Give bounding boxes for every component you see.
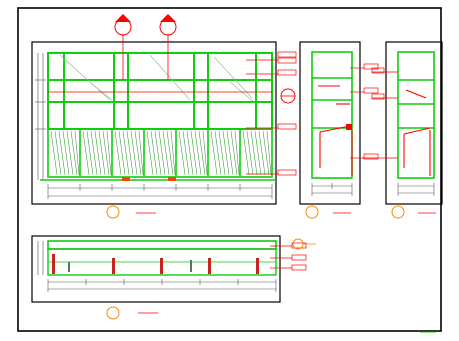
view-a-base-marker-right — [168, 177, 176, 181]
hatch-line — [266, 130, 272, 176]
view-c-outline — [385, 41, 443, 205]
hatch-line — [158, 130, 166, 176]
hatch-line — [54, 130, 62, 176]
hatch-line — [130, 130, 138, 176]
view-a-outline — [31, 41, 277, 205]
hatch-line — [226, 130, 234, 176]
view-c-annotation-leaders — [362, 67, 398, 159]
sheet-border — [17, 7, 442, 332]
hatch-line — [218, 130, 226, 176]
view-c-inner-frame — [397, 51, 435, 179]
hatch-line — [262, 130, 270, 176]
view-a-hatch-fill — [50, 130, 272, 176]
hatch-line — [74, 130, 80, 176]
view-b-section — [299, 41, 379, 219]
hatch-line — [254, 130, 262, 176]
view-b-red-members — [318, 85, 353, 176]
hatch-line — [170, 130, 176, 176]
hatch-line — [234, 130, 240, 176]
hatch-line — [146, 130, 154, 176]
hatch-line — [222, 130, 230, 176]
hatch-line — [198, 130, 206, 176]
view-c-section — [362, 41, 443, 219]
hatch-line — [106, 130, 112, 176]
hatch-line — [58, 130, 66, 176]
hatch-line — [86, 130, 94, 176]
hatch-line — [138, 130, 144, 176]
view-b-shelves — [312, 77, 352, 129]
hatch-line — [82, 130, 90, 176]
view-b-outline — [299, 41, 361, 205]
hatch-line — [246, 130, 254, 176]
view-b-annotation-leaders — [350, 63, 379, 160]
view-a-detail-callout — [280, 88, 296, 104]
hatch-line — [230, 130, 238, 176]
hatch-line — [190, 130, 198, 176]
section-marker-1 — [114, 14, 132, 80]
hatch-line — [242, 130, 250, 176]
hatch-line — [134, 130, 142, 176]
hatch-line — [118, 130, 126, 176]
hatch-line — [250, 130, 258, 176]
hatch-line — [102, 130, 110, 176]
view-c-shelves — [398, 79, 434, 129]
hatch-line — [162, 130, 170, 176]
view-a-vertical-dimension — [35, 53, 46, 180]
hatch-line — [62, 130, 70, 176]
hatch-line — [50, 130, 58, 176]
view-b-inner-frame — [311, 51, 353, 179]
view-a-annotation-leaders — [246, 59, 278, 175]
view-c-title — [391, 205, 436, 219]
hatch-line — [66, 130, 74, 176]
view-a-annotation-tags — [277, 51, 297, 176]
view-b-dimension-chain — [311, 183, 353, 196]
hatch-line — [258, 130, 266, 176]
view-b-fill-block — [346, 124, 352, 130]
view-d-dimension-chain — [47, 279, 277, 292]
view-d-annotation-leaders — [270, 242, 307, 271]
view-c-dimension-chain — [397, 183, 435, 196]
view-d-plan — [31, 235, 316, 320]
hatch-line — [150, 130, 158, 176]
view-d-leg-shadows — [68, 260, 192, 272]
view-d-title — [106, 306, 158, 320]
view-d-top-band — [47, 240, 277, 250]
hatch-line — [94, 130, 102, 176]
hatch-line — [202, 130, 208, 176]
hatch-line — [154, 130, 162, 176]
view-a-lower-cabinets — [47, 128, 273, 178]
view-a-elevation — [31, 14, 297, 219]
view-d-outline — [31, 235, 281, 303]
hatch-line — [182, 130, 190, 176]
hatch-line — [90, 130, 98, 176]
view-a-base-marker-left — [122, 177, 130, 181]
view-a-title — [106, 205, 156, 219]
view-d-legs — [52, 254, 259, 274]
hatch-line — [210, 130, 218, 176]
section-marker-2 — [159, 14, 177, 80]
hatch-line — [186, 130, 194, 176]
view-b-title — [305, 205, 351, 219]
view-c-red-members — [403, 89, 431, 176]
hatch-line — [178, 130, 186, 176]
view-a-upper-frame — [47, 52, 273, 130]
hatch-line — [70, 130, 78, 176]
view-a-dimension-chain — [47, 184, 273, 199]
hatch-line — [114, 130, 122, 176]
hatch-line — [194, 130, 202, 176]
hatch-line — [166, 130, 174, 176]
hatch-line — [214, 130, 222, 176]
view-a-glass-diagonals — [59, 54, 255, 103]
hatch-line — [122, 130, 130, 176]
view-d-side-dimension — [37, 241, 44, 275]
hatch-line — [126, 130, 134, 176]
view-d-detail-callout — [292, 238, 316, 250]
hatch-line — [98, 130, 106, 176]
